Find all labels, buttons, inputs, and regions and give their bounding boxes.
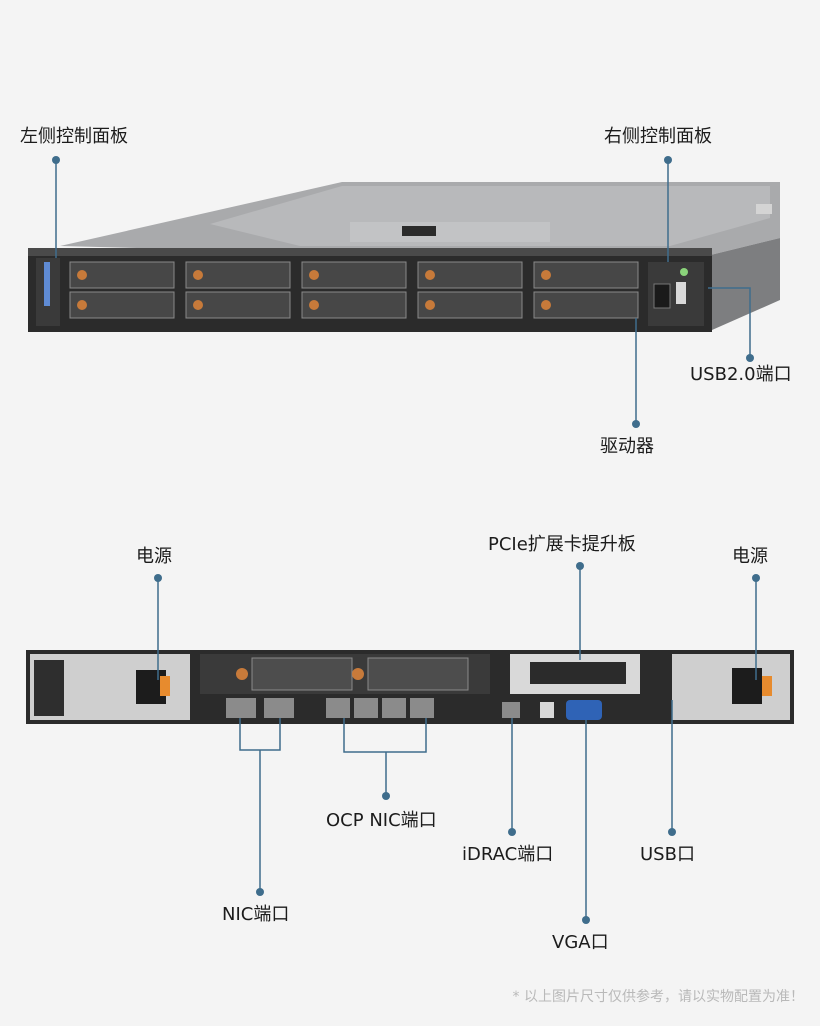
front-drive-latch-7: [193, 300, 203, 310]
front-drive-latch-8: [309, 300, 319, 310]
nic-port-1: [226, 698, 256, 718]
rear-usb-port: [540, 702, 554, 718]
callout-dot-vga: [582, 916, 590, 924]
front-drive-latch-1: [77, 270, 87, 280]
label-pcie-riser: PCIe扩展卡提升板: [488, 534, 636, 555]
front-drive-bay-1: [69, 261, 175, 289]
ocp-nic-port-1: [326, 698, 350, 718]
front-drive-bay-10: [533, 291, 639, 319]
label-power-right: 电源: [732, 546, 768, 567]
callout-dot-nic-port: [256, 888, 264, 896]
callout-dot-power-right: [752, 574, 760, 582]
label-vga: VGA口: [552, 932, 609, 953]
callout-bracket-ocp-nic: [343, 718, 427, 753]
label-power-left: 电源: [136, 546, 172, 567]
idrac-port: [502, 702, 520, 718]
psu-left-fan: [34, 660, 64, 716]
callout-dot-ocp-nic-port: [382, 792, 390, 800]
chassis-top-label: [350, 222, 550, 242]
vga-port: [566, 700, 602, 720]
front-drive-bay-2: [185, 261, 291, 289]
rear-drive-bay-2: [367, 657, 469, 691]
label-nic-port: NIC端口: [222, 904, 290, 925]
psu-left-latch: [160, 676, 170, 696]
power-button-led: [680, 268, 688, 276]
front-drive-bay-6: [69, 291, 175, 319]
front-drive-latch-10: [541, 300, 551, 310]
front-vga-port: [653, 283, 671, 309]
rear-drive-2-latch: [352, 668, 364, 680]
front-drive-latch-3: [309, 270, 319, 280]
callout-bracket-nic: [239, 718, 281, 751]
label-ocp-nic-port: OCP NIC端口: [326, 810, 437, 831]
pcie-riser-bracket: [530, 662, 626, 684]
psu-right-latch: [762, 676, 772, 696]
callout-line-usb2-port: [708, 287, 751, 358]
chassis-front-bezel: [28, 248, 712, 256]
chassis-side-latch: [756, 204, 772, 214]
callout-dot-usb2-port: [746, 354, 754, 362]
front-drive-bay-5: [533, 261, 639, 289]
drive-bays: [69, 261, 639, 319]
left-control-panel-leds: [44, 262, 50, 306]
label-drives: 驱动器: [600, 436, 654, 457]
label-usb-port: USB口: [640, 844, 695, 865]
label-idrac-port: iDRAC端口: [462, 844, 554, 865]
front-drive-latch-2: [193, 270, 203, 280]
ocp-nic-port-3: [382, 698, 406, 718]
callout-dot-usb-port: [668, 828, 676, 836]
front-drive-latch-4: [425, 270, 435, 280]
label-right-control-panel: 右侧控制面板: [604, 126, 712, 147]
chassis-top-badge: [402, 226, 436, 236]
label-left-control-panel: 左侧控制面板: [20, 126, 128, 147]
front-drive-latch-5: [541, 270, 551, 280]
psu-right-inlet: [732, 668, 762, 704]
callout-dot-drives: [632, 420, 640, 428]
front-drive-latch-9: [425, 300, 435, 310]
ocp-nic-port-4: [410, 698, 434, 718]
front-drive-latch-6: [77, 300, 87, 310]
callout-dot-power-left: [154, 574, 162, 582]
nic-port-2: [264, 698, 294, 718]
front-drive-bay-7: [185, 291, 291, 319]
front-usb-port: [676, 282, 686, 304]
label-usb2-port: USB2.0端口: [690, 364, 792, 385]
front-drive-bay-3: [301, 261, 407, 289]
front-drive-bay-9: [417, 291, 523, 319]
ocp-nic-port-2: [354, 698, 378, 718]
rear-drive-1-latch: [236, 668, 248, 680]
callout-dot-left-control-panel: [52, 156, 60, 164]
callout-dot-idrac-port: [508, 828, 516, 836]
front-drive-bay-8: [301, 291, 407, 319]
callout-dot-right-control-panel: [664, 156, 672, 164]
footnote: * 以上图片尺寸仅供参考，请以实物配置为准！: [512, 989, 804, 1005]
front-drive-bay-4: [417, 261, 523, 289]
callout-dot-pcie-riser: [576, 562, 584, 570]
